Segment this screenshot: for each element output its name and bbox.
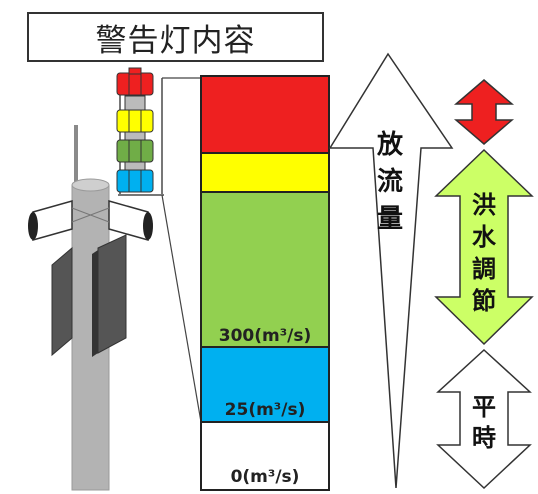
- discharge-label-char-3: 量: [377, 204, 403, 234]
- red-light: [116, 72, 154, 96]
- flood-control-char-1: 洪: [472, 191, 496, 219]
- panel-right-edge: [92, 250, 98, 357]
- light-joint-3: [124, 161, 146, 171]
- light-joint-1: [124, 95, 146, 111]
- red-double-arrow-icon: [453, 79, 515, 145]
- flood-control-char-3: 調: [472, 255, 496, 283]
- connector-bottom: [161, 194, 202, 423]
- speaker-right-icon: [108, 200, 153, 241]
- speaker-left-icon: [28, 200, 73, 241]
- level-green: [200, 191, 330, 348]
- discharge-label-char-1: 放: [376, 129, 404, 160]
- light-joint-2: [124, 131, 146, 141]
- blue-light: [116, 169, 154, 193]
- flood-control-char-2: 水: [472, 223, 497, 251]
- diagram-title: 警告灯内容: [27, 12, 324, 62]
- level-label-300: 300(m³/s): [219, 326, 312, 346]
- discharge-arrow: 放 流 量: [328, 52, 454, 489]
- red-light-cap: [128, 67, 142, 75]
- panel-right: [97, 234, 127, 354]
- normal-double-arrow-icon: [436, 348, 532, 490]
- normal-char-1: 平: [472, 393, 496, 421]
- speaker-wire-2: [71, 207, 110, 223]
- level-blue: [200, 346, 330, 423]
- green-light: [116, 139, 154, 163]
- warning-pole: [28, 78, 164, 491]
- level-label-0: 0(m³/s): [231, 467, 300, 487]
- level-column: 300(m³/s) 25(m³/s) 0(m³/s): [200, 75, 330, 491]
- level-label-25: 25(m³/s): [225, 400, 306, 420]
- level-red: [200, 75, 330, 154]
- panel-left: [51, 246, 73, 357]
- flood-control-char-4: 節: [472, 287, 496, 315]
- yellow-light: [116, 109, 154, 133]
- discharge-arrow-shape: [328, 52, 454, 489]
- normal-char-2: 時: [472, 424, 496, 452]
- level-yellow: [200, 152, 330, 193]
- pole-top: [71, 178, 110, 192]
- level-white: [200, 421, 330, 491]
- flood-control-double-arrow-icon: [434, 148, 534, 346]
- discharge-label-char-2: 流: [377, 167, 403, 197]
- signal-light-stack: [116, 67, 154, 193]
